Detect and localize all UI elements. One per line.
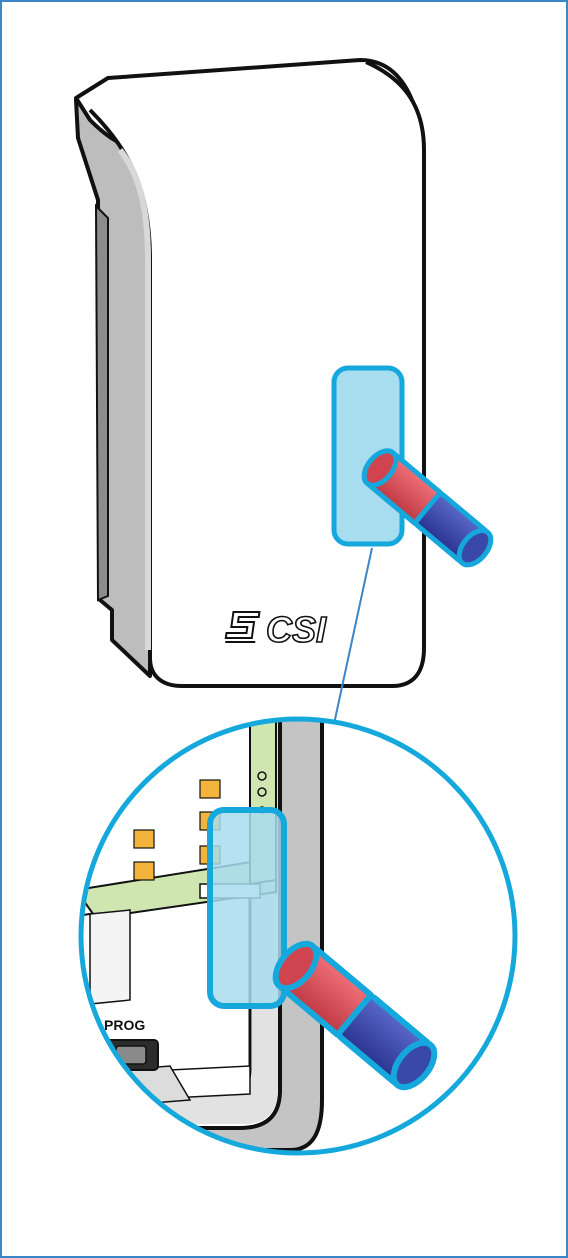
prog-label: PROG <box>104 1017 145 1033</box>
zoom-detail: PROG <box>60 700 540 1180</box>
logo-text: CSI <box>266 609 327 650</box>
